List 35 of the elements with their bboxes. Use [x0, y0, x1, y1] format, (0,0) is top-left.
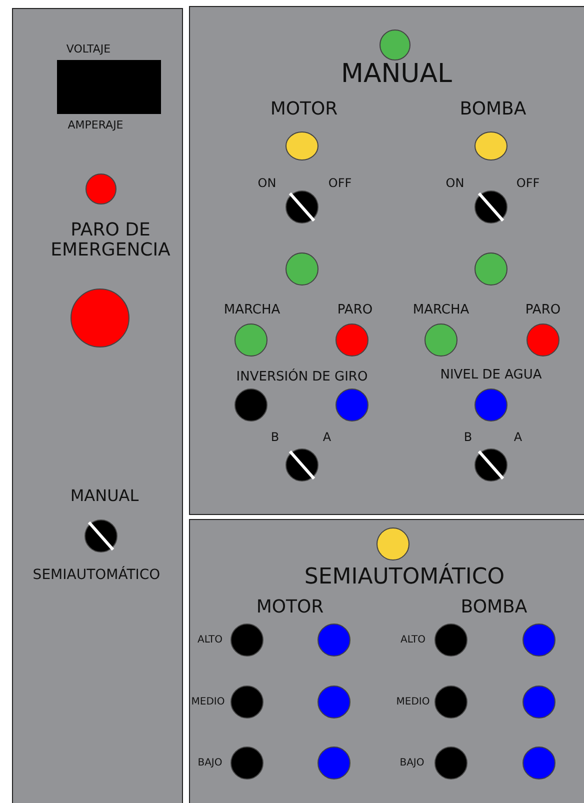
control-label: B: [270, 431, 280, 445]
control-label: OFF: [516, 177, 540, 191]
control-label: MARCHA: [412, 304, 470, 318]
control-label: BOMBA: [460, 100, 526, 120]
panel-label: PARO DE EMERGENCIA: [50, 220, 172, 262]
display-screen: [56, 60, 160, 114]
control-label: MOTOR: [256, 598, 324, 618]
control-panel: [189, 519, 584, 803]
control-label: PARO: [525, 304, 561, 318]
control-label: B: [464, 431, 472, 445]
panel-label: AMPERAJE: [68, 119, 124, 132]
control-label: OFF: [328, 177, 352, 191]
control-label: MARCHA: [224, 304, 280, 318]
control-label: ON: [446, 177, 464, 191]
panel-heading: MANUAL: [341, 60, 452, 90]
control-label: BAJO: [400, 757, 424, 769]
control-label: INVERSIÓN DE GIRO: [236, 370, 368, 386]
panel-label: MANUAL: [70, 486, 139, 505]
control-label: BAJO: [198, 757, 222, 769]
control-label: PARO: [337, 304, 373, 318]
control-label: MOTOR: [270, 100, 338, 120]
control-label: BOMBA: [460, 598, 528, 618]
control-label: A: [322, 431, 332, 445]
panel-heading: SEMIAUTOMÁTICO: [304, 564, 505, 590]
panel-label: SEMIAUTOMÁTICO: [32, 566, 160, 583]
control-label: ALTO: [400, 634, 426, 646]
control-label: ON: [258, 177, 276, 191]
control-panel: [12, 8, 183, 803]
control-panel: [189, 6, 584, 515]
control-label: A: [514, 431, 522, 445]
panel-label: VOLTAJE: [66, 43, 111, 56]
control-label: ALTO: [198, 634, 222, 646]
control-label: NIVEL DE AGUA: [440, 368, 542, 384]
control-label: MEDIO: [191, 696, 225, 708]
control-label: MEDIO: [396, 696, 430, 708]
